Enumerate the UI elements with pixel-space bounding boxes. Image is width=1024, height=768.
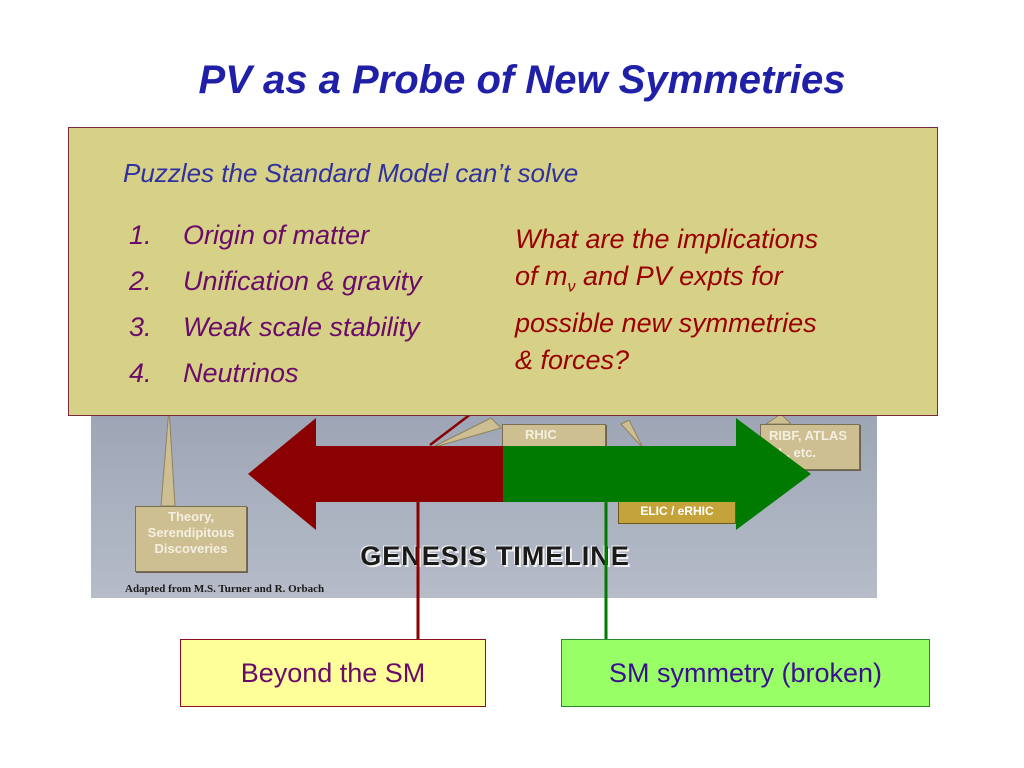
theory-label-line3: Discoveries: [154, 541, 228, 556]
elic-label: ELIC / eRHIC: [618, 498, 736, 524]
slide-title: PV as a Probe of New Symmetries: [198, 58, 846, 102]
question-text: of m: [515, 261, 568, 291]
list-item: 2. Unification & gravity: [129, 266, 422, 312]
list-number: 2.: [129, 266, 152, 296]
nu-subscript: ν: [567, 278, 576, 296]
implications-question: What are the implications of mν and PV e…: [515, 221, 915, 379]
puzzles-list: 1. Origin of matter 2. Unification & gravi…: [129, 220, 422, 404]
rhic-label: RHIC: [525, 427, 557, 442]
ribf-label-line1: RIBF, ATLAS: [769, 428, 847, 443]
list-item: 1. Origin of matter: [129, 220, 422, 266]
beyond-sm-box: Beyond the SM: [180, 639, 486, 707]
question-line: & forces?: [515, 345, 630, 376]
question-line: possible new symmetries: [515, 308, 817, 339]
list-text: Weak scale stability: [183, 312, 420, 342]
list-number: 4.: [129, 358, 152, 388]
list-text: Unification & gravity: [183, 266, 422, 296]
list-item: 4. Neutrinos: [129, 358, 422, 404]
list-number: 3.: [129, 312, 152, 342]
question-line: of mν and PV expts for: [515, 258, 915, 305]
figure-credit: Adapted from M.S. Turner and R. Orbach: [125, 583, 325, 595]
theory-label-line1: Theory,: [168, 509, 214, 524]
puzzles-callout: Puzzles the Standard Model can’t solve 1…: [68, 127, 938, 416]
question-line: What are the implications: [515, 224, 819, 254]
genesis-timeline-heading: GENESIS TIMELINE: [360, 541, 630, 571]
puzzles-heading: Puzzles the Standard Model can’t solve: [123, 158, 579, 188]
list-text: Origin of matter: [183, 220, 370, 250]
green-arrow-right: [503, 418, 811, 530]
list-text: Neutrinos: [183, 358, 299, 388]
theory-label-line2: Serendipitous: [147, 525, 235, 540]
question-text: and PV expts for: [575, 261, 783, 291]
sm-symmetry-box: SM symmetry (broken): [561, 639, 930, 707]
theory-label-box: Theory, Serendipitous Discoveries: [135, 506, 247, 572]
list-number: 1.: [129, 220, 152, 250]
red-arrow-left: [248, 418, 503, 530]
list-item: 3. Weak scale stability: [129, 312, 422, 358]
